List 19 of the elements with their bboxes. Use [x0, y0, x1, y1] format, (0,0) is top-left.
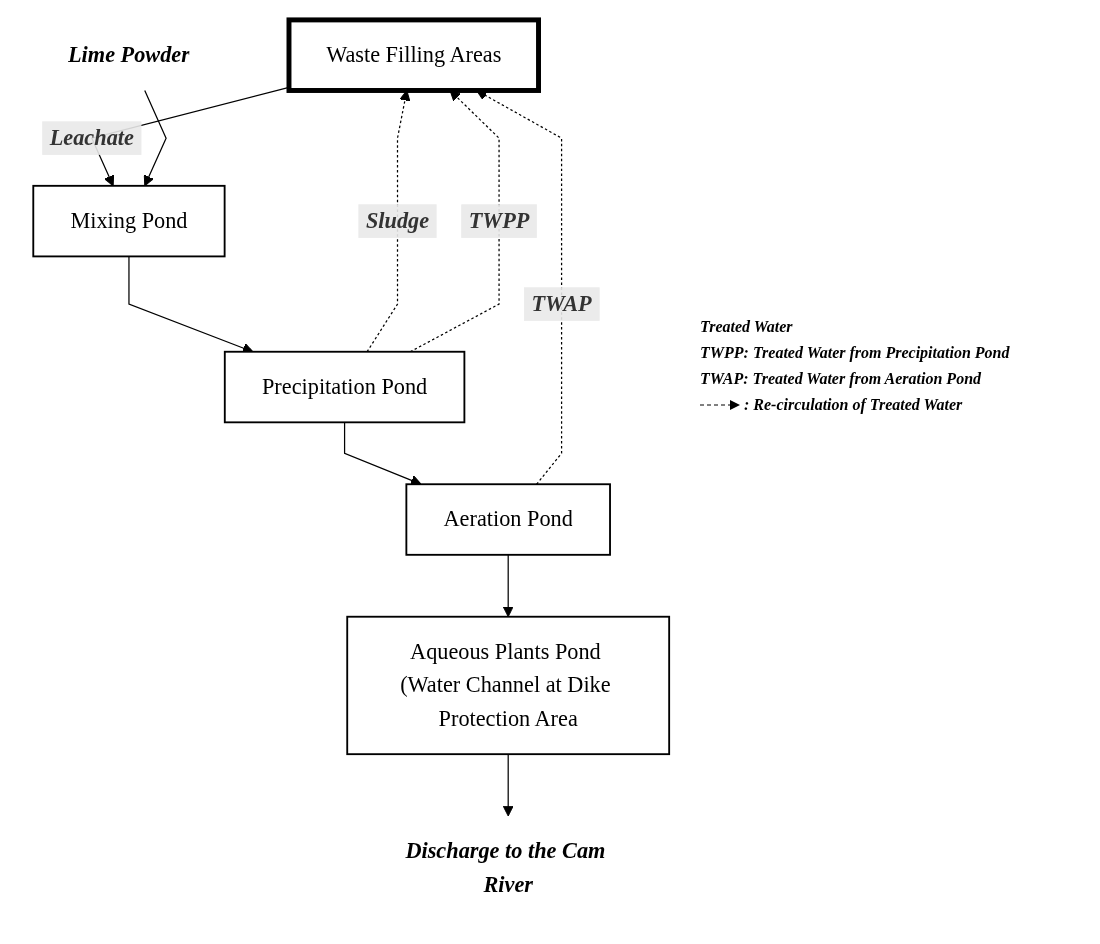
edge-label: Sludge [365, 208, 430, 233]
note-text: Treated Water [700, 318, 794, 336]
edge-label: Leachate [49, 125, 134, 150]
node-text: Discharge to the Cam River [405, 838, 606, 897]
node-box: Precipitation Pond [223, 350, 466, 424]
node-box: Aqueous Plants Pond (Water Channel at Dike Protection Area [346, 615, 671, 756]
note-text: TWPP: Treated Water from Precipitation Pond [700, 344, 1011, 362]
arrow [343, 421, 422, 486]
node-box: Aeration Pond [405, 483, 611, 556]
node-box: Waste Filling Areas [286, 17, 541, 93]
arrow [502, 554, 514, 618]
legend-text: : Re-circulation of Treated Water [744, 396, 963, 414]
edge-label: TWPP [468, 208, 530, 233]
edge-label: TWAP [531, 291, 592, 316]
note-text: TWAP: Treated Water from Aeration Pond [700, 370, 983, 388]
arrow [502, 753, 514, 817]
arrow [143, 89, 167, 187]
node-text: Lime Powder [67, 42, 190, 67]
node-box: Mixing Pond [32, 184, 226, 258]
